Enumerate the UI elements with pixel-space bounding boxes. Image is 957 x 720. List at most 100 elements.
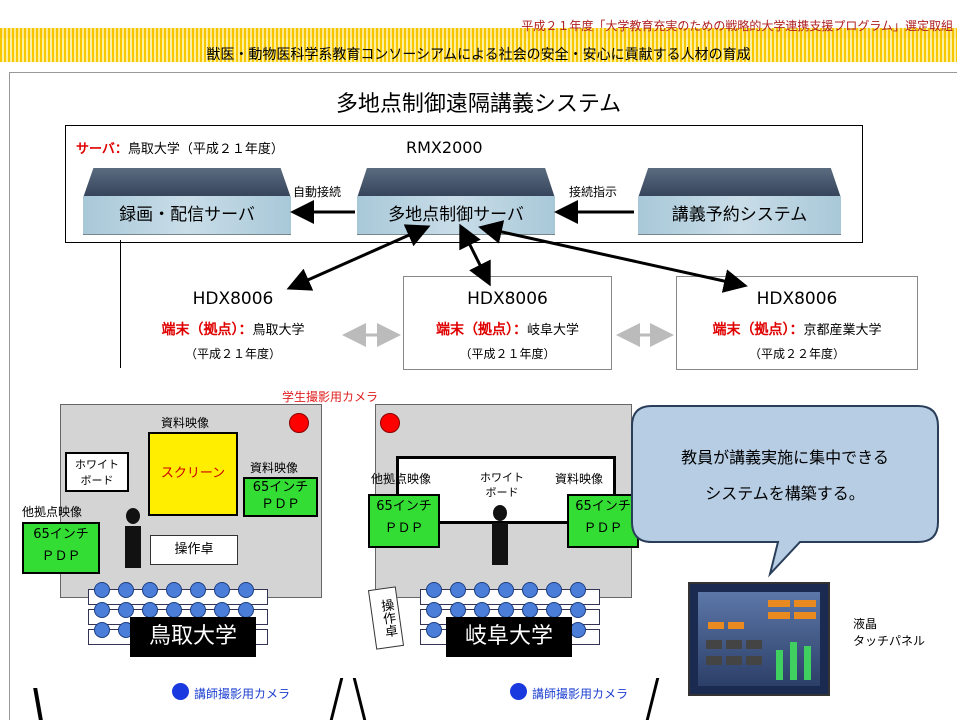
callout-line: システムを構築する。 — [705, 484, 865, 503]
panel-button — [706, 656, 722, 665]
building-roof — [638, 168, 841, 198]
seat-icon — [522, 602, 538, 618]
seat-icon — [426, 602, 442, 618]
material-video-label: 資料映像 — [555, 472, 604, 486]
panel-button — [708, 622, 724, 629]
instructor-camera-label: 講師撮影用カメラ — [532, 687, 629, 701]
terminal-prefix: 端末（拠点）： — [161, 322, 253, 338]
other-site-video-label: 他拠点映像 — [371, 472, 432, 486]
pdp-display: 65インチ ＰＤＰ — [22, 522, 100, 574]
student-camera-icon — [289, 413, 309, 433]
auto-connect-label: 自動接続 — [293, 185, 342, 199]
panel-button — [726, 656, 742, 665]
panel-button — [746, 640, 762, 649]
seat-icon — [498, 602, 514, 618]
seat-icon — [214, 582, 230, 598]
whiteboard: ホワイト ボード — [480, 471, 524, 499]
frame-line — [9, 72, 10, 720]
seat-icon — [94, 582, 110, 598]
terminal-tottori: HDX8006 端末（拠点）：鳥取大学 （平成２１年度） — [128, 276, 338, 370]
recording-server-building: 録画・配信サーバ — [83, 168, 291, 235]
server-prefix: サーバ： — [76, 142, 128, 157]
recording-server-label: 録画・配信サーバ — [119, 205, 255, 225]
terminal-year: （平成２１年度） — [459, 347, 556, 361]
seat-icon — [214, 602, 230, 618]
terminal-site: 岐阜大学 — [526, 323, 579, 338]
building-roof — [83, 168, 291, 198]
touch-panel-image — [688, 582, 830, 696]
building-wall: 録画・配信サーバ — [83, 196, 291, 235]
seat-icon — [522, 582, 538, 598]
seat-icon — [118, 582, 134, 598]
seat-icon — [570, 622, 586, 638]
student-camera-icon — [380, 413, 400, 433]
panel-button — [706, 640, 722, 649]
material-video-label: 資料映像 — [250, 461, 299, 475]
whiteboard: ホワイト ボード — [65, 452, 129, 492]
server-model: RMX2000 — [406, 138, 483, 157]
project-headline: 獣医・動物医科学系教育コンソーシアムによる社会の安全・安心に貢献する人材の育成 — [206, 47, 751, 63]
seat-icon — [142, 602, 158, 618]
terminal-model: HDX8006 — [192, 289, 274, 309]
reservation-system-label: 講義予約システム — [671, 205, 808, 225]
seat-icon — [450, 582, 466, 598]
seat-icon — [570, 582, 586, 598]
seat-icon — [166, 582, 182, 598]
banner-stripe — [0, 38, 957, 62]
seat-icon — [118, 602, 134, 618]
instructor-camera-label: 講師撮影用カメラ — [194, 687, 291, 701]
seat-icon — [426, 582, 442, 598]
pdp-display: 65インチ ＰＤＰ — [243, 477, 318, 517]
instructor-figure — [126, 508, 140, 524]
terminal-prefix: 端末（拠点）： — [712, 322, 804, 338]
terminal-site: 鳥取大学 — [252, 323, 305, 338]
terminal-site: 京都産業大学 — [803, 323, 882, 338]
seat-icon — [426, 622, 442, 638]
university-name: 岐阜大学 — [446, 617, 572, 657]
instructor-figure — [493, 505, 507, 521]
instructor-figure — [492, 523, 508, 565]
seat-icon — [238, 602, 254, 618]
terminal-site-line: 端末（拠点）：岐阜大学 — [404, 319, 611, 339]
projection-screen: スクリーン — [148, 432, 238, 516]
touch-panel-screen — [698, 592, 820, 686]
server-label: サーバ：鳥取大学（平成２１年度） — [76, 138, 284, 157]
panel-level-bar — [804, 646, 811, 680]
terminal-site-line: 端末（拠点）：京都産業大学 — [677, 319, 917, 339]
seat-icon — [238, 582, 254, 598]
server-host: 鳥取大学（平成２１年度） — [127, 142, 284, 157]
connector-line — [120, 240, 121, 368]
link-arrow-tottori — [286, 224, 431, 291]
callout-line: 教員が講義実施に集中できる — [681, 448, 889, 467]
instructor-camera-icon — [510, 683, 527, 700]
terminal-site-line: 端末（拠点）：鳥取大学 — [129, 319, 337, 339]
panel-level-bar — [790, 642, 797, 680]
panel-button — [746, 656, 762, 665]
panel-button — [728, 622, 744, 629]
panel-button — [794, 600, 816, 607]
frame-line — [9, 72, 957, 73]
panel-level-bar — [776, 650, 783, 680]
other-site-video-label: 他拠点映像 — [22, 505, 83, 519]
seat-icon — [94, 622, 110, 638]
panel-button — [768, 600, 790, 607]
link-arrow-kyoto — [478, 220, 748, 293]
header-banner — [0, 0, 957, 62]
seat-icon — [450, 602, 466, 618]
panel-button — [768, 612, 790, 619]
seat-icon — [190, 582, 206, 598]
pdp-display: 65インチ ＰＤＰ — [567, 494, 639, 548]
diagram-title: 多地点制御遠隔講義システム — [335, 92, 622, 117]
program-title: 平成２１年度「大学教育充実のための戦略的大学連携支援プログラム」選定取組 — [521, 19, 953, 33]
seat-icon — [546, 582, 562, 598]
seat-icon — [570, 602, 586, 618]
callout-bubble-shape — [631, 405, 939, 578]
seat-icon — [498, 582, 514, 598]
link-arrow-gifu — [459, 223, 491, 287]
seat-icon — [474, 582, 490, 598]
pdp-display: 65インチ ＰＤＰ — [368, 494, 440, 548]
terminal-year: （平成２１年度） — [184, 347, 281, 361]
material-video-label: 資料映像 — [161, 416, 210, 430]
instructor-figure — [125, 526, 141, 568]
